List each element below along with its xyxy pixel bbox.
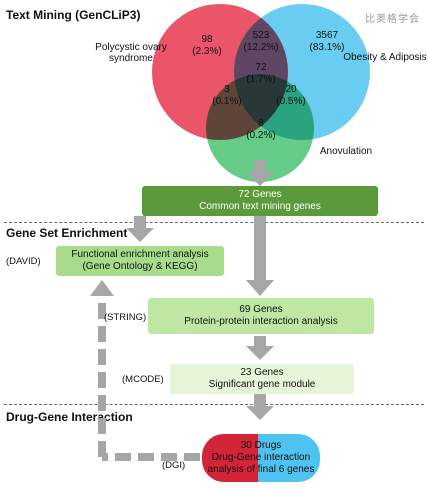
functional-enrichment-box: Functional enrichment analysis (Gene Ont… — [56, 246, 224, 276]
tool-label-mcode: (MCODE) — [122, 374, 164, 385]
ppi-box: 69 Genes Protein-protein interaction ana… — [148, 298, 374, 334]
drugs-pill-shape — [202, 434, 320, 482]
arrow-common-to-ppi — [246, 216, 274, 296]
dashed-return-arrow — [90, 280, 200, 461]
drugs-count: 30 Drugs — [240, 440, 282, 451]
enrichment-subtitle: (Gene Ontology & KEGG) — [82, 261, 198, 272]
tool-label-dgi: (DGI) — [162, 460, 186, 471]
section-divider — [4, 404, 424, 405]
arrow-venn-to-common — [246, 160, 274, 186]
section-title-gene-set-enrichment: Gene Set Enrichment — [6, 226, 128, 240]
venn-region-obesity-only: 3567 (83.1%) — [309, 30, 345, 53]
ppi-count: 69 Genes — [239, 304, 283, 315]
venn-region-pcos-only: 98 (2.3%) — [192, 34, 222, 57]
drugs-description-line1: Drug-Gene interaction — [211, 452, 311, 463]
module-description: Significant gene module — [208, 379, 316, 390]
common-genes-count: 72 Genes — [238, 189, 282, 200]
common-genes-description: Common text mining genes — [199, 201, 321, 212]
venn-label-anovulation: Anovulation — [319, 146, 373, 157]
section-title-text-mining: Text Mining (GenCLiP3) — [6, 8, 141, 22]
watermark: 比奥格学会 — [365, 14, 420, 25]
module-count: 23 Genes — [240, 367, 284, 378]
drugs-description-line2: analysis of final 6 genes — [207, 464, 315, 475]
venn-label-obesity: Obesity & Adiposis — [343, 52, 427, 63]
venn-region-all-three: 72 (1.7%) — [246, 62, 276, 85]
venn-region-pcos-obesity: 523 (12.2%) — [243, 30, 279, 53]
ppi-description: Protein-protein interaction analysis — [184, 316, 338, 327]
common-genes-box: 72 Genes Common text mining genes — [142, 186, 378, 216]
venn-diagram — [152, 4, 370, 182]
arrow-module-to-drugs — [246, 394, 274, 420]
drug-gene-interaction-box: 30 Drugs Drug-Gene interaction analysis … — [202, 434, 320, 482]
tool-label-string: (STRING) — [104, 312, 147, 323]
enrichment-title: Functional enrichment analysis — [71, 249, 209, 260]
venn-label-pcos: Polycystic ovary syndrome — [95, 42, 167, 64]
tool-label-david: (DAVID) — [6, 256, 41, 267]
gene-module-box: 23 Genes Significant gene module — [170, 364, 354, 394]
venn-region-pcos-anovulation: 3 (0.1%) — [212, 84, 242, 107]
venn-region-anovulation-only: 8 (0.2%) — [246, 118, 276, 141]
venn-region-obesity-anovulation: 20 (0.5%) — [276, 84, 306, 107]
venn-circle-anovulation — [206, 74, 314, 182]
arrow-common-to-enrichment — [126, 216, 154, 242]
section-divider — [4, 222, 424, 223]
arrow-ppi-to-module — [246, 336, 274, 360]
